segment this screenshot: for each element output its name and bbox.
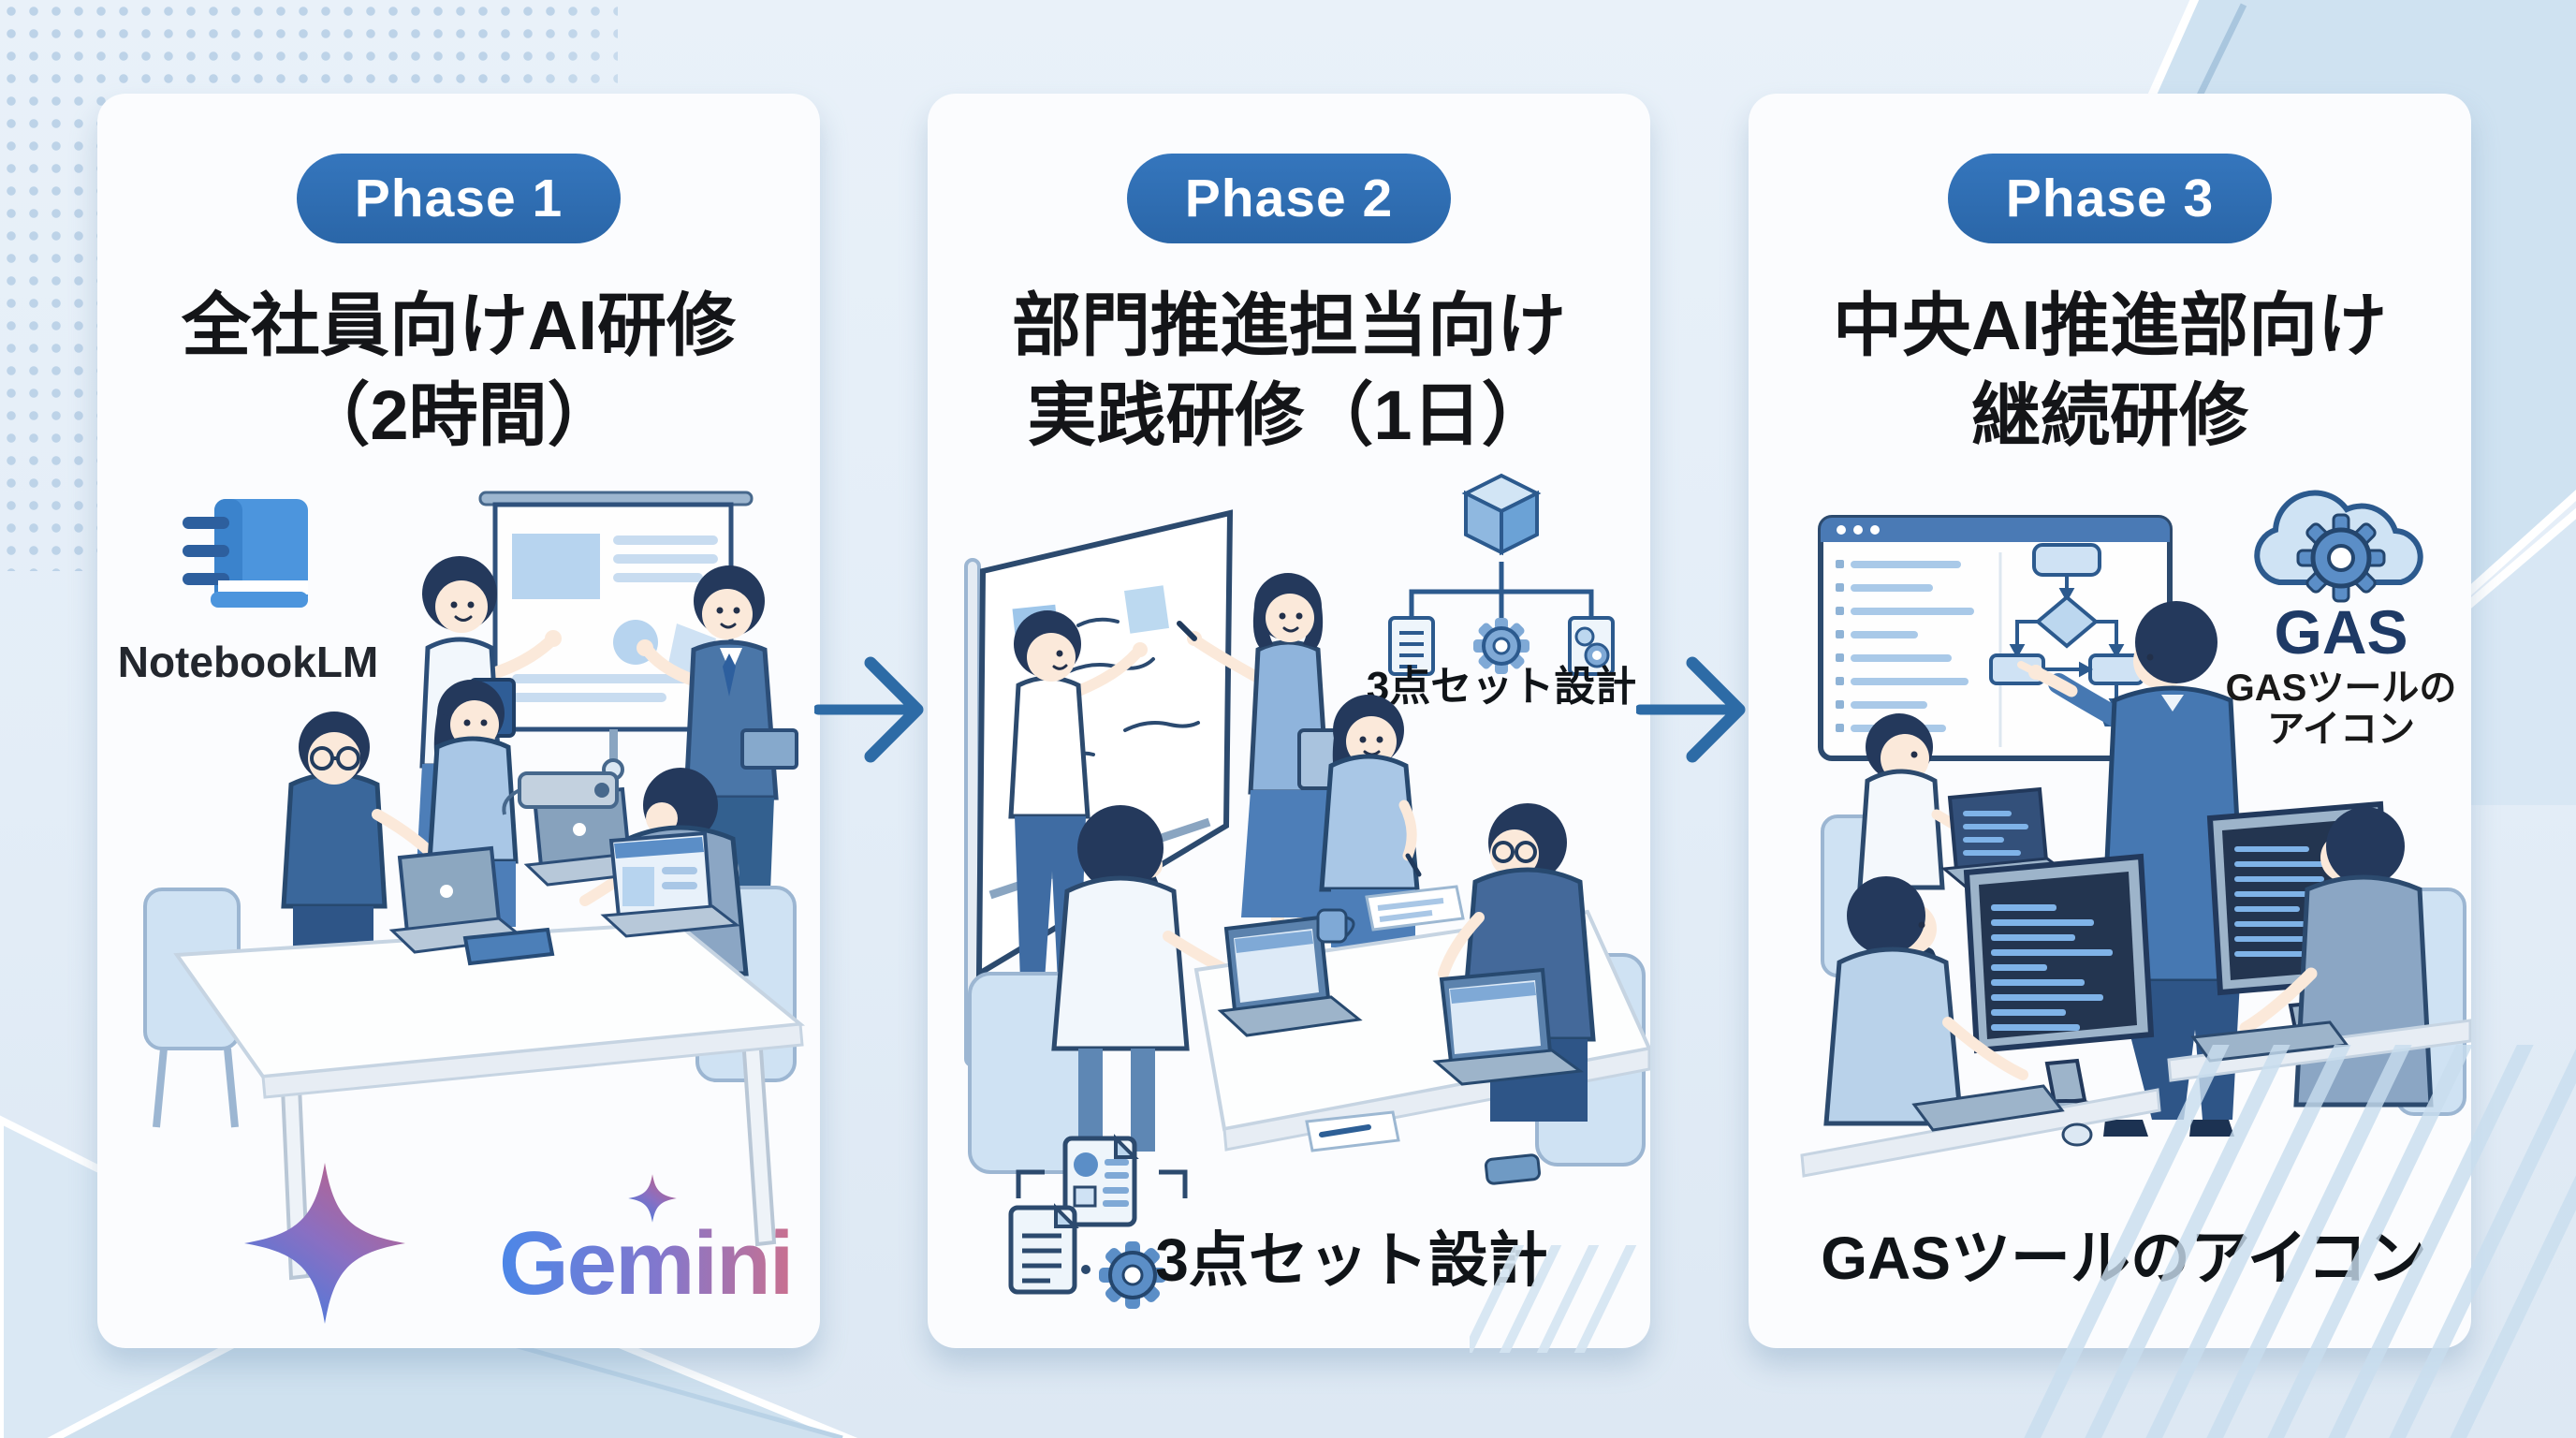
gas-label: GAS (2274, 597, 2408, 667)
set-design-icons-bottom (1008, 1134, 1188, 1309)
phase-3-title-line1: 中央AI推進部向け (1833, 286, 2387, 364)
three-piece-set-icon (1388, 473, 1615, 676)
arrow-icon (814, 656, 924, 763)
phase-3-title: 中央AI推進部向け 継続研修 (1749, 281, 2471, 461)
gas-caption-line2: アイコン (2267, 709, 2415, 750)
gear-icon (1473, 618, 1530, 674)
writing-woman-figure (1177, 573, 1346, 1019)
gas-caption-bottom: GASツールのアイコン (1821, 1225, 2427, 1292)
phase-3-badge: Phase 3 (1948, 154, 2272, 243)
document-gear-icon (1568, 616, 1615, 676)
phase-2-title: 部門推進担当向け 実践研修（1日） (928, 281, 1650, 461)
phase-3-title-line2: 継続研修 (1971, 376, 2248, 455)
gas-caption-line1: GASツールの (2226, 668, 2457, 709)
profile-document-icon (1062, 1134, 1139, 1227)
document-icon (1388, 616, 1435, 676)
gear-icon (1099, 1241, 1166, 1309)
gemini-small-sparkle-icon (628, 1174, 677, 1223)
gemini-sparkle-icon (244, 1163, 405, 1324)
notebooklm-label: NotebookLM (118, 638, 379, 686)
projection-screen (478, 491, 754, 781)
set-design-label-top: 3点セット設計 (1367, 664, 1636, 710)
phase-1-title-line2: （2時間） (300, 376, 617, 455)
gear-icon (2296, 513, 2386, 603)
phase-1-title: 全社員向けAI研修 （2時間） (97, 281, 820, 461)
gemini-wordmark: Gemini (499, 1213, 792, 1313)
phase-1-title-line1: 全社員向けAI研修 (182, 286, 736, 364)
phase-2-title-line2: 実践研修（1日） (1027, 376, 1551, 455)
gemini-logo: Gemini (244, 1163, 794, 1324)
notebooklm-icon (183, 499, 308, 608)
workshop-table-group (968, 695, 1650, 1185)
phase-1-card: Phase 1 全社員向けAI研修 （2時間） (97, 94, 820, 1348)
phase-1-illustration: NotebookLM (118, 491, 806, 1324)
meeting-table (173, 771, 806, 1281)
phase-2-card: Phase 2 部門推進担当向け 実践研修（1日） (928, 94, 1650, 1348)
gas-cloud-icon: GAS GASツールの アイコン (2226, 490, 2457, 750)
phase-2-illustration: 3点セット設計 (964, 473, 1650, 1309)
phase-2-badge: Phase 2 (1127, 154, 1451, 243)
phase-1-badge: Phase 1 (297, 154, 621, 243)
phase-3-illustration: GAS GASツールの アイコン (1800, 490, 2471, 1292)
phase-3-card: Phase 3 中央AI推進部向け 継続研修 (1749, 94, 2471, 1348)
set-design-label-bottom: 3点セット設計 (1155, 1226, 1548, 1294)
phase-2-title-line1: 部門推進担当向け (1012, 286, 1566, 364)
text-document-icon (1008, 1203, 1079, 1295)
arrow-icon (1636, 656, 1746, 763)
